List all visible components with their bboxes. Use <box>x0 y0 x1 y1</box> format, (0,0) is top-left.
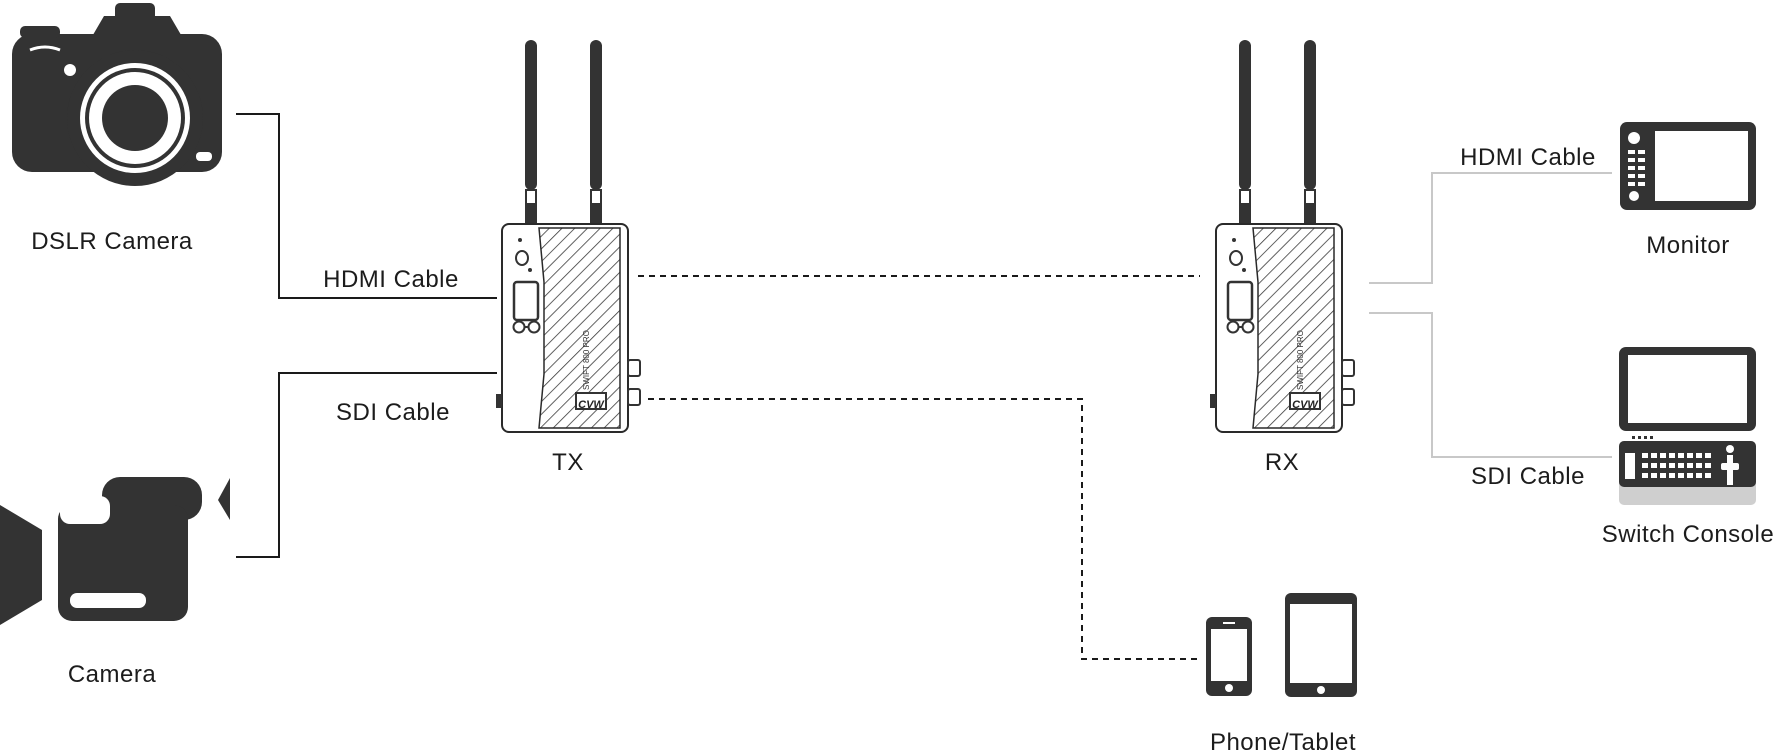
wireless-link-tx-to-phone <box>648 398 1200 660</box>
connector-rx-to-switch-console <box>1369 312 1612 458</box>
tx-model-text: SWIFT 800 PRO <box>582 330 591 390</box>
hdmi-cable-label-right: HDMI Cable <box>1460 144 1596 171</box>
monitor-icon <box>1620 122 1756 210</box>
receiver-icon: SWIFT 800 PRO CVW <box>1208 39 1356 434</box>
phone-tablet-icon <box>1206 593 1357 697</box>
video-camera-icon <box>0 477 230 625</box>
monitor-label: Monitor <box>1646 232 1730 259</box>
camera-label: Camera <box>68 661 157 688</box>
connector-rx-to-monitor <box>1369 172 1612 284</box>
switch-console-icon <box>1619 347 1756 505</box>
rx-model-text: SWIFT 800 PRO <box>1296 330 1305 390</box>
sdi-cable-label-right: SDI Cable <box>1471 463 1585 490</box>
hdmi-cable-label-left: HDMI Cable <box>323 266 459 293</box>
connector-camera-to-tx <box>236 372 497 558</box>
tx-label: TX <box>552 449 584 476</box>
connector-dslr-to-tx <box>236 113 497 299</box>
rx-brand-badge: CVW <box>1292 399 1319 411</box>
rx-label: RX <box>1265 449 1299 476</box>
phone-tablet-label: Phone/Tablet <box>1210 729 1356 754</box>
tx-brand-badge: CVW <box>578 399 605 411</box>
transmitter-icon: SWIFT 800 PRO CVW <box>494 39 642 434</box>
switch-console-label: Switch Console <box>1602 521 1774 548</box>
sdi-cable-label-left: SDI Cable <box>336 399 450 426</box>
dslr-camera-icon <box>12 3 222 186</box>
dslr-camera-label: DSLR Camera <box>31 228 193 255</box>
